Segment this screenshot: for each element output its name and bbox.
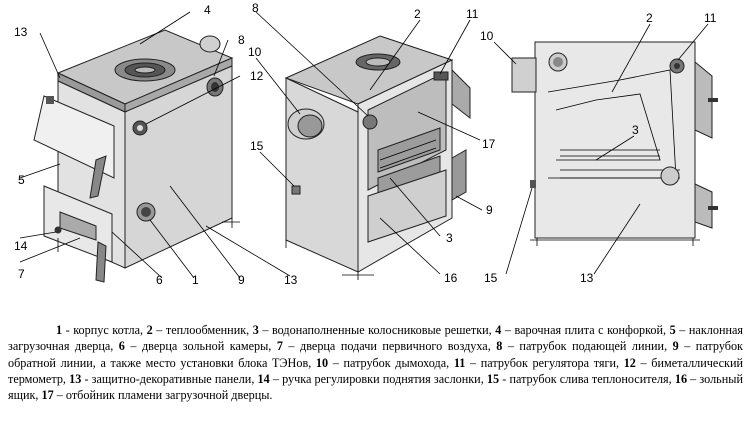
legend-text: – дверца подачи первичного воздуха,	[282, 339, 497, 354]
boiler-cutaway-view	[284, 35, 471, 280]
legend-num: 6	[118, 339, 125, 354]
legend-text: – дверца зольной камеры,	[124, 339, 277, 354]
legend-num: 5	[669, 323, 676, 337]
callout-8: 8	[238, 33, 245, 47]
callout-16: 16	[444, 271, 458, 285]
legend-text: – патрубок подающей линии,	[502, 339, 673, 354]
callout-11-side: 11	[704, 11, 717, 25]
callout-leaders	[19, 11, 709, 279]
legend-num: 13	[69, 371, 82, 386]
callout-2: 2	[414, 7, 421, 21]
legend-num: 16	[674, 371, 688, 386]
legend-text: – наклонная загрузочная дверца,	[8, 323, 744, 354]
callout-1: 1	[192, 273, 199, 287]
callout-10: 10	[248, 45, 262, 59]
boiler-side-view	[511, 41, 718, 246]
legend-num: 17	[41, 388, 54, 403]
callout-13-front: 13	[284, 273, 298, 287]
legend-text: - защитно-декоративные панели,	[81, 371, 258, 386]
legend-num: 4	[495, 323, 502, 337]
legend-num: 7	[276, 339, 283, 354]
callout-3: 3	[446, 231, 453, 245]
callout-15-side: 15	[484, 271, 498, 285]
legend-num: 1	[56, 323, 63, 337]
legend-num: 15	[486, 371, 500, 386]
callout-9: 9	[238, 273, 245, 287]
callout-13-side: 13	[580, 271, 594, 285]
legend-text: - корпус котла,	[62, 323, 147, 337]
legend-num: 11	[453, 355, 466, 370]
legend-text: – патрубок регулятора тяги,	[465, 355, 624, 370]
callout-3-side: 3	[632, 123, 639, 137]
legend-text: – варочная плита с конфоркой,	[501, 323, 670, 337]
legend-text: – патрубок обратной линии, а также место…	[8, 339, 743, 370]
callout-6: 6	[156, 273, 163, 287]
legend-num: 14	[257, 371, 270, 386]
callout-9-cutaway: 9	[486, 203, 493, 217]
legend-text: – зольный ящик,	[8, 371, 743, 403]
legend-num: 2	[146, 323, 153, 337]
callout-7: 7	[18, 267, 25, 281]
boiler-front-view	[33, 29, 240, 283]
boiler-diagram: 4 13 8 12 5 14 7 6 1 9 13 8 10 2 11 17 1…	[14, 1, 718, 287]
legend-num: 10	[315, 355, 329, 370]
legend-text: – отбойник пламени загрузочной дверцы.	[53, 388, 273, 403]
callout-numbers: 4 13 8 12 5 14 7 6 1 9 13 8 10 2 11 17 1…	[14, 1, 717, 287]
callout-12: 12	[250, 69, 264, 83]
callout-13: 13	[14, 25, 28, 39]
legend-num: 3	[252, 323, 259, 337]
legend-text: – биметаллический термометр,	[8, 355, 743, 386]
legend-text: – ручка регулировки поднятия заслонки,	[269, 371, 487, 386]
callout-8-cutaway: 8	[252, 1, 259, 15]
legend-caption: 1 - корпус котла, 2 – теплообменник, 3 –…	[8, 322, 743, 403]
legend-text: – патрубок дымохода,	[328, 355, 454, 370]
callout-11: 11	[466, 7, 479, 21]
legend-num: 8	[496, 339, 503, 354]
callout-5: 5	[18, 173, 25, 187]
legend-num: 12	[623, 355, 636, 370]
legend-text: – теплообменник,	[152, 323, 253, 337]
callout-2-side: 2	[646, 11, 653, 25]
legend-text: - патрубок слива теплоносителя,	[499, 371, 675, 386]
callout-15: 15	[250, 139, 264, 153]
legend-num: 9	[672, 339, 679, 354]
callout-4: 4	[204, 3, 211, 17]
callout-14: 14	[14, 239, 28, 253]
callout-17: 17	[482, 137, 496, 151]
callout-10-side: 10	[480, 29, 494, 43]
legend-text: – водонаполненные колосниковые решетки,	[258, 323, 496, 337]
